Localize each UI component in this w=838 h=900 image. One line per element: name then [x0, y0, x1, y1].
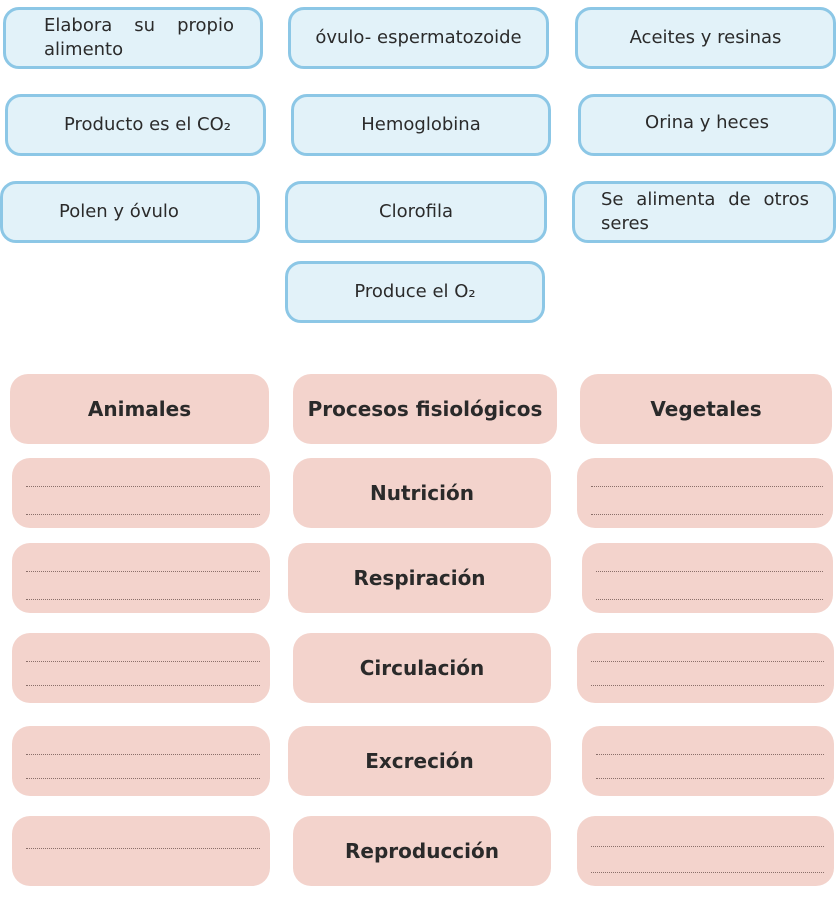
dotted-line [591, 661, 824, 662]
dotted-line [26, 661, 260, 662]
word-card[interactable]: óvulo- espermatozoide [288, 7, 549, 69]
word-card[interactable]: Hemoglobina [291, 94, 551, 156]
column-header-vegetales: Vegetales [580, 374, 832, 444]
word-card[interactable]: Produce el O₂ [285, 261, 545, 323]
process-label-text: Excreción [365, 749, 474, 773]
answer-cell-animales[interactable] [12, 816, 270, 886]
dotted-line [26, 848, 260, 849]
answer-cell-animales[interactable] [12, 543, 270, 613]
dotted-line [591, 846, 824, 847]
column-header-procesos: Procesos fisiológicos [293, 374, 557, 444]
dotted-line [26, 514, 260, 515]
word-card[interactable]: Orina y heces [578, 94, 836, 156]
dotted-line [26, 486, 260, 487]
dotted-line [26, 754, 260, 755]
process-label-text: Nutrición [370, 481, 474, 505]
word-card[interactable]: Producto es el CO₂ [5, 94, 266, 156]
word-card-label: óvulo- espermatozoide [315, 27, 522, 48]
answer-cell-animales[interactable] [12, 458, 270, 528]
dotted-line [591, 685, 824, 686]
process-label-text: Respiración [353, 566, 486, 590]
process-label: Nutrición [293, 458, 551, 528]
dotted-line [596, 778, 824, 779]
dotted-line [26, 685, 260, 686]
process-label: Excreción [288, 726, 551, 796]
answer-cell-animales[interactable] [12, 726, 270, 796]
word-card-label: Elabora su propio alimento [44, 15, 234, 60]
answer-cell-vegetales[interactable] [577, 816, 834, 886]
word-card-label: Aceites y resinas [629, 27, 782, 48]
word-card[interactable]: Se alimenta de otros seres [572, 181, 836, 243]
process-label-text: Reproducción [345, 839, 499, 863]
word-card-label: Polen y óvulo [59, 201, 179, 222]
dotted-line [26, 778, 260, 779]
word-card[interactable]: Elabora su propio alimento [3, 7, 263, 69]
word-card[interactable]: Polen y óvulo [0, 181, 260, 243]
word-card-label: Orina y heces [645, 112, 769, 133]
dotted-line [26, 571, 260, 572]
column-header-animales: Animales [10, 374, 269, 444]
answer-cell-vegetales[interactable] [582, 726, 834, 796]
dotted-line [591, 514, 823, 515]
dotted-line [26, 599, 260, 600]
dotted-line [596, 754, 824, 755]
word-card-label: Producto es el CO₂ [64, 114, 232, 135]
dotted-line [591, 872, 824, 873]
process-label: Reproducción [293, 816, 551, 886]
process-label-text: Circulación [359, 656, 485, 680]
process-label: Respiración [288, 543, 551, 613]
answer-cell-vegetales[interactable] [577, 633, 834, 703]
answer-cell-vegetales[interactable] [582, 543, 833, 613]
process-label: Circulación [293, 633, 551, 703]
word-card-label: Produce el O₂ [354, 281, 476, 302]
column-header-label: Animales [87, 397, 192, 421]
word-card-label: Hemoglobina [361, 114, 481, 135]
answer-cell-vegetales[interactable] [577, 458, 833, 528]
dotted-line [596, 599, 823, 600]
dotted-line [596, 571, 823, 572]
word-card-label: Se alimenta de otros seres [601, 189, 809, 234]
answer-cell-animales[interactable] [12, 633, 270, 703]
column-header-label: Vegetales [650, 397, 762, 421]
word-card[interactable]: Clorofila [285, 181, 547, 243]
dotted-line [591, 486, 823, 487]
column-header-label: Procesos fisiológicos [307, 397, 543, 421]
word-card[interactable]: Aceites y resinas [575, 7, 836, 69]
word-card-label: Clorofila [379, 201, 453, 222]
